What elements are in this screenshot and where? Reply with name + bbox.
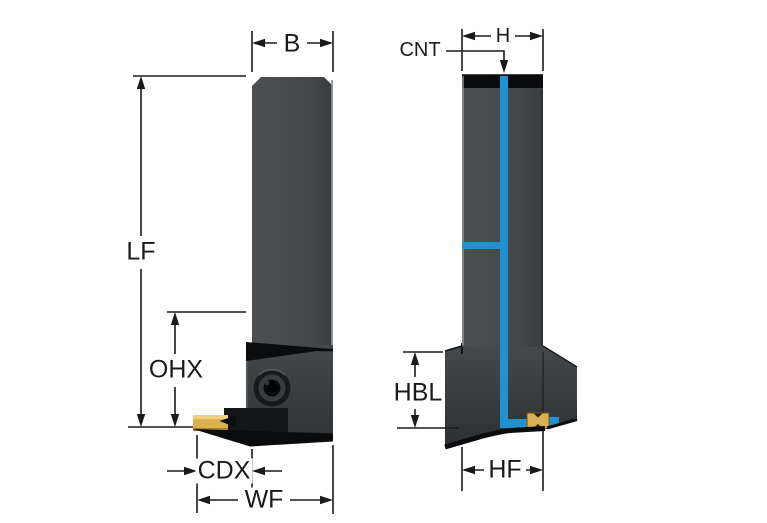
side-view-shank: [252, 77, 333, 345]
cutting-insert: [193, 415, 236, 431]
chip-gap-notch: [246, 342, 331, 361]
cnt-leader: [446, 50, 509, 73]
dim-h: [461, 29, 544, 71]
side-view: [128, 31, 334, 514]
coolant-channel: [462, 76, 559, 428]
front-view: [397, 29, 578, 491]
dim-label-h: H: [493, 25, 513, 47]
dim-wf: [197, 445, 334, 514]
dim-label-cnt: CNT: [397, 39, 443, 61]
dim-label-b: B: [281, 29, 303, 58]
front-head-underside: [444, 426, 546, 450]
dim-hbl: [397, 351, 459, 429]
dim-label-hbl: HBL: [391, 378, 445, 407]
dim-label-wf: WF: [242, 485, 286, 514]
dim-label-cdx: CDX: [195, 456, 253, 485]
dim-label-ohx: OHX: [146, 355, 206, 384]
dim-label-hf: HF: [486, 455, 524, 484]
side-view-head: [193, 342, 333, 447]
dim-ohx: [167, 311, 246, 427]
dim-b: [251, 31, 334, 72]
dim-label-lf: LF: [124, 237, 158, 266]
cutting-insert-front: [526, 412, 550, 429]
dim-hf: [461, 430, 544, 491]
insert-screw-icon: [253, 368, 291, 407]
head-underside: [193, 429, 333, 447]
dim-lf: [128, 75, 246, 428]
insert-clamp: [219, 415, 236, 428]
